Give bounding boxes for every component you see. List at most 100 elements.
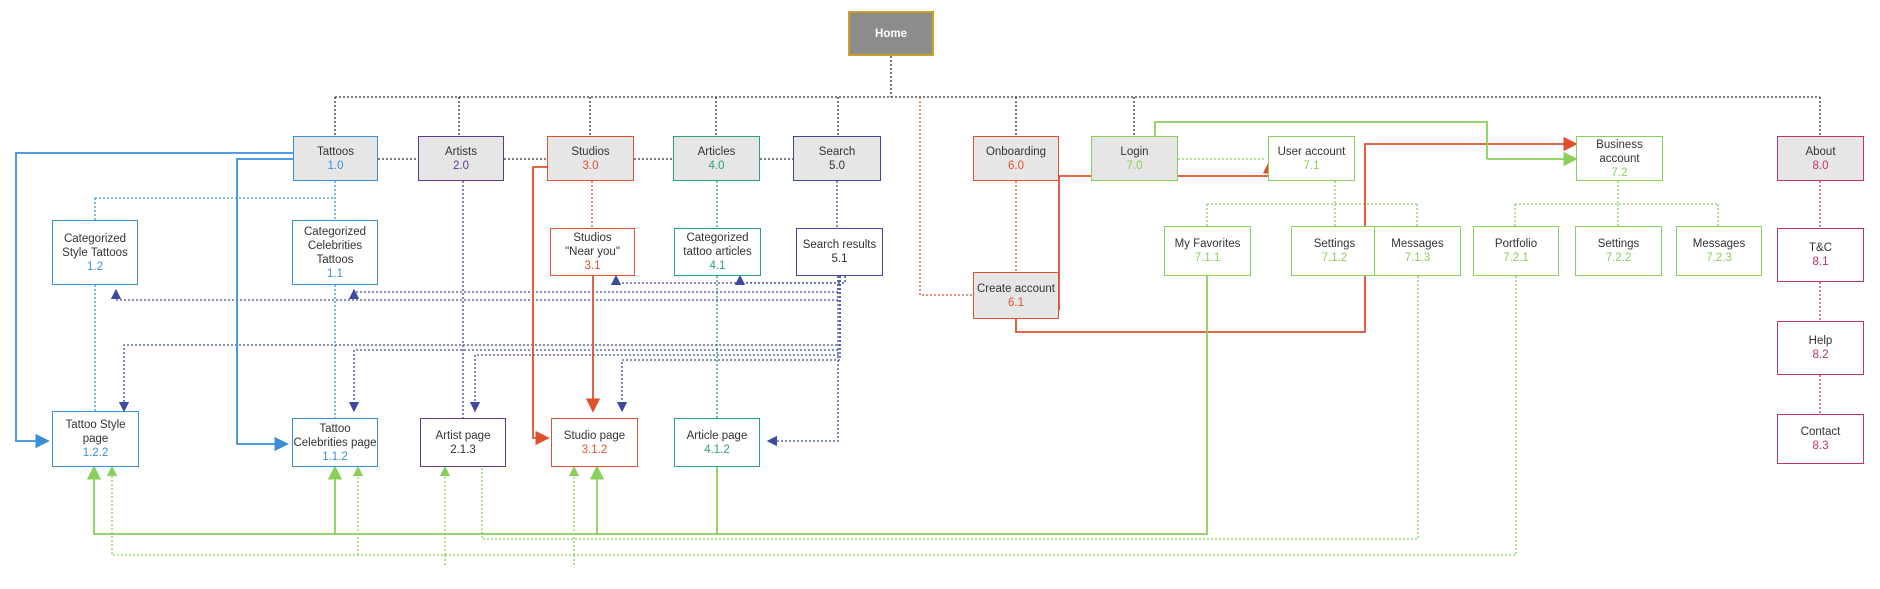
node-login[interactable]: Login 7.0 [1091,136,1178,181]
node-number: 4.0 [708,159,725,172]
node-number: 5.0 [829,159,845,172]
node-number: 7.1.1 [1194,252,1221,264]
node-categorized-celebrities-tattoos[interactable]: Categorized Celebrities Tattoos 1.1 [292,220,378,285]
node-number: 6.0 [1008,159,1024,172]
node-number: 1.0 [327,159,344,172]
node-label: Articles [697,145,736,158]
node-number: 8.2 [1812,349,1829,361]
node-create-account[interactable]: Create account 6.1 [973,272,1059,319]
section-children-connectors [462,97,1821,418]
node-studios[interactable]: Studios 3.0 [547,136,634,181]
node-label: Studios [571,145,610,158]
node-label: Home [875,27,907,40]
node-number: 7.1.3 [1404,252,1431,264]
node-home[interactable]: Home [848,11,934,56]
tattoos-children-connectors [94,181,336,418]
node-number: 1.2.2 [82,447,109,459]
node-search-results[interactable]: Search results 5.1 [796,228,883,276]
node-settings-business[interactable]: Settings 7.2.2 [1575,226,1662,276]
node-tattoo-celebrities-page[interactable]: Tattoo Celebrities page 1.1.2 [292,418,378,467]
green-dotted-connectors [106,276,1517,566]
node-number: 4.1.2 [704,443,730,456]
node-label: Settings [1597,238,1640,250]
node-label: Artists [445,145,477,158]
node-number: 1.2 [87,260,103,273]
node-label: Studio page [563,429,626,442]
node-label: User account [1277,145,1346,158]
node-number: 6.1 [1008,296,1024,309]
node-label: Messages [1692,238,1746,250]
node-label: Onboarding [985,145,1047,158]
node-messages-business[interactable]: Messages 7.2.3 [1676,226,1762,276]
node-number: 8.0 [1812,159,1829,172]
node-settings-user[interactable]: Settings 7.1.2 [1291,226,1378,276]
node-number: 7.0 [1126,159,1143,172]
node-number: 1.1.2 [322,450,348,463]
node-label: Search [818,145,856,158]
search-connectors [110,274,846,447]
node-number: 7.2.2 [1605,252,1632,264]
node-number: 3.1 [584,260,601,272]
node-label: Artist page [435,429,491,442]
node-artist-page[interactable]: Artist page 2.1.3 [420,418,506,467]
node-label: Tattoo Celebrities page [293,422,377,449]
node-number: 7.2.3 [1706,252,1732,264]
node-contact[interactable]: Contact 8.3 [1777,414,1864,464]
node-number: 1.1 [327,267,343,280]
node-label: Settings [1313,238,1356,250]
node-number: 7.1 [1303,159,1320,172]
node-onboarding[interactable]: Onboarding 6.0 [973,136,1059,181]
node-number: 5.1 [831,253,848,265]
node-tattoos[interactable]: Tattoos 1.0 [293,136,378,181]
node-articles[interactable]: Articles 4.0 [673,136,760,181]
node-number: 3.1.2 [581,443,608,456]
node-help[interactable]: Help 8.2 [1777,321,1864,375]
node-label: Categorized Style Tattoos [62,232,128,259]
node-number: 4.1 [709,260,726,272]
node-categorized-style-tattoos[interactable]: Categorized Style Tattoos 1.2 [52,220,138,285]
node-label: Contact [1800,426,1841,438]
node-label: Business account [1596,138,1643,165]
tattoos-solid-arrows [15,152,378,452]
node-portfolio[interactable]: Portfolio 7.2.1 [1473,226,1559,276]
node-number: 3.0 [582,159,599,172]
node-number: 7.1.2 [1321,252,1348,264]
node-label: Studios "Near you" [565,232,620,258]
node-tc[interactable]: T&C 8.1 [1777,228,1864,282]
node-search[interactable]: Search 5.0 [793,136,881,181]
node-categorized-tattoo-articles[interactable]: Categorized tattoo articles 4.1 [674,228,761,276]
node-tattoo-style-page[interactable]: Tattoo Style page 1.2.2 [52,411,139,467]
node-label: Search results [802,239,877,251]
node-number: 8.1 [1812,256,1829,268]
node-label: Categorized Celebrities Tattoos [303,225,366,266]
node-label: Login [1120,145,1149,158]
node-label: Tattoos [316,145,355,158]
node-label: Help [1808,335,1833,347]
node-user-account[interactable]: User account 7.1 [1268,136,1355,181]
node-label: My Favorites [1174,238,1241,250]
node-business-account[interactable]: Business account 7.2 [1576,136,1663,181]
node-article-page[interactable]: Article page 4.1.2 [674,418,760,467]
node-messages-user[interactable]: Messages 7.1.3 [1374,226,1461,276]
node-about[interactable]: About 8.0 [1777,136,1864,181]
node-label: Tattoo Style page [65,419,126,445]
node-my-favorites[interactable]: My Favorites 7.1.1 [1164,226,1251,276]
home-tree-connectors [334,56,1821,160]
node-studio-page[interactable]: Studio page 3.1.2 [551,418,638,467]
node-number: 2.0 [453,159,469,172]
node-artists[interactable]: Artists 2.0 [418,136,504,181]
node-label: Messages [1391,238,1444,250]
node-label: Categorized tattoo articles [683,232,752,258]
node-number: 7.2 [1611,166,1628,179]
green-solid-connectors [86,121,1578,535]
node-studios-near-you[interactable]: Studios "Near you" 3.1 [550,228,635,276]
node-label: T&C [1809,242,1832,254]
node-label: Article page [686,429,748,442]
node-number: 2.1.3 [450,443,476,456]
node-number: 8.3 [1812,440,1829,452]
node-label: Portfolio [1494,238,1538,250]
node-label: Create account [977,282,1055,295]
node-number: 7.2.1 [1503,252,1529,264]
